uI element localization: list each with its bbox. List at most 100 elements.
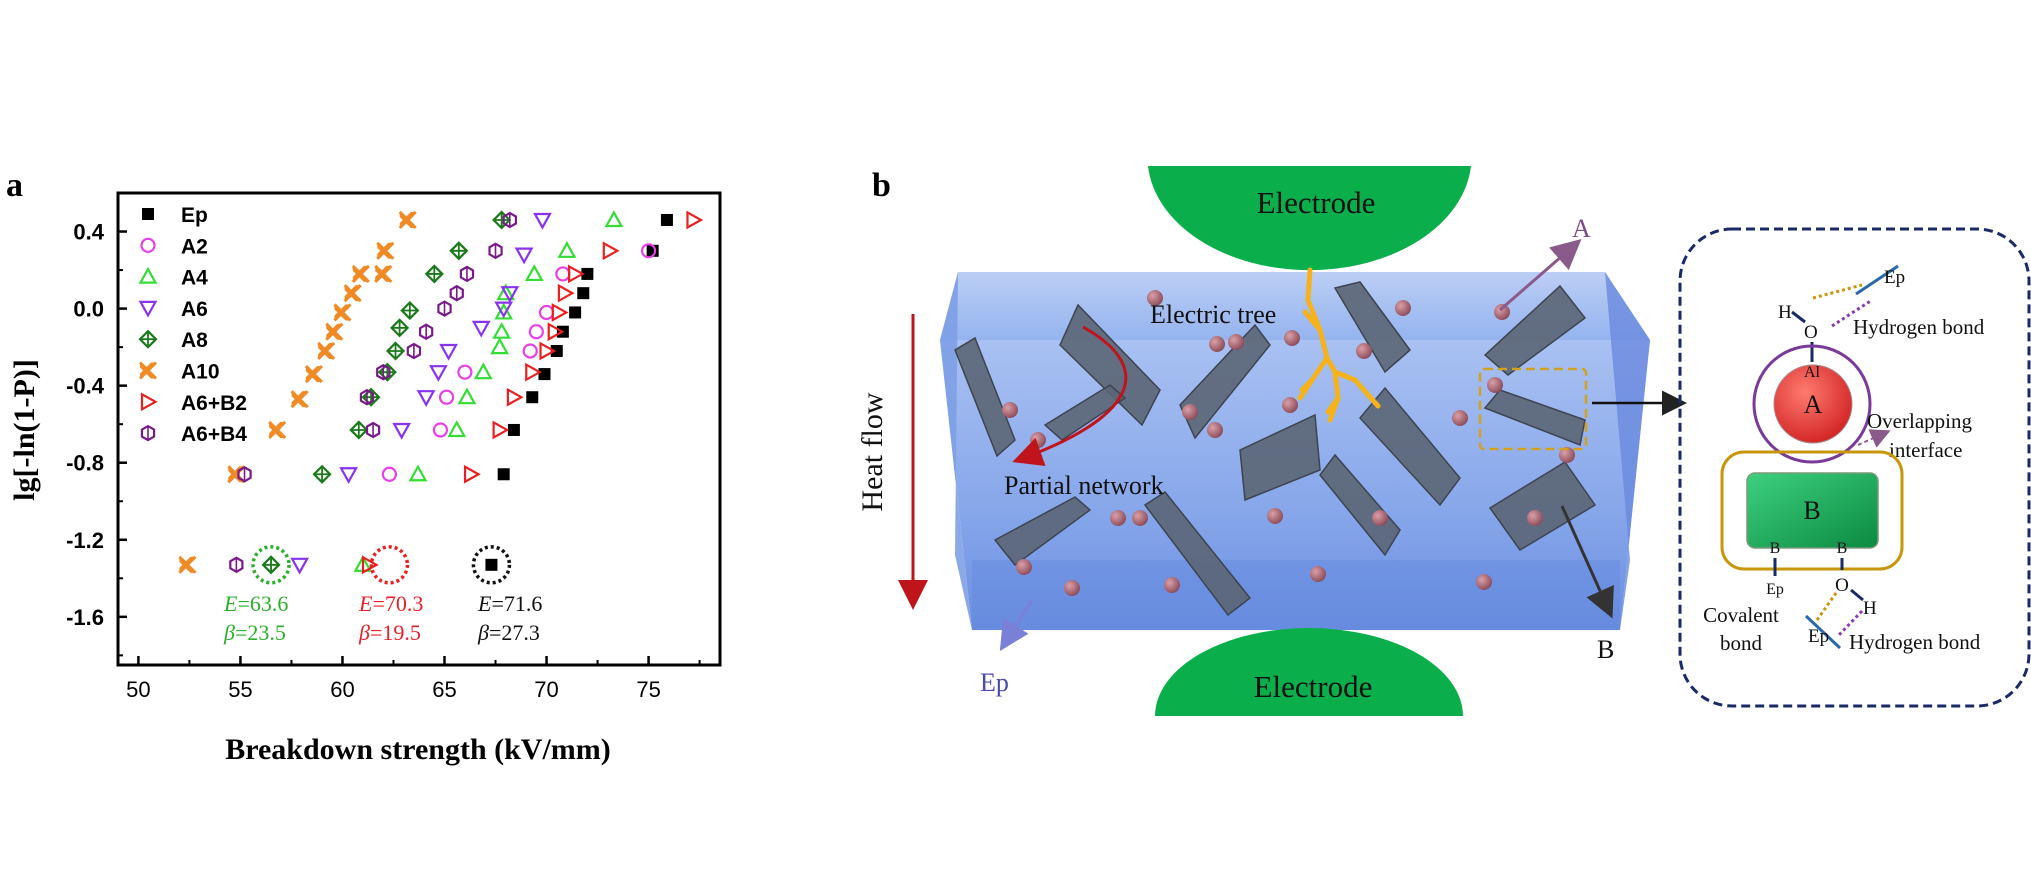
inset-covalent: Covalent <box>1703 603 1779 627</box>
filler-particle <box>1064 580 1080 596</box>
data-point <box>376 363 391 381</box>
x-tick-label: 65 <box>432 677 456 702</box>
data-point <box>551 303 569 322</box>
filler-particle <box>1284 330 1300 346</box>
legend-marker <box>140 237 156 253</box>
filler-particle <box>1228 334 1244 350</box>
data-point <box>490 337 509 355</box>
legend-marker <box>140 392 158 412</box>
data-point <box>640 243 657 259</box>
inset-h-bottom: H <box>1863 598 1877 619</box>
data-point <box>385 341 406 361</box>
bottom-electrode-label: Electrode <box>1254 669 1373 704</box>
data-point <box>524 264 544 282</box>
data-point <box>398 210 417 230</box>
callout-a-arrow <box>1499 239 1582 312</box>
filler-particle <box>1030 432 1046 448</box>
data-point <box>290 390 309 409</box>
platelet-fillers <box>954 281 1597 617</box>
h-bond-top-dots-1 <box>1812 283 1863 300</box>
inset-bond: bond <box>1720 631 1763 655</box>
legend-marker <box>138 361 158 380</box>
ep-bottom-bar <box>1804 614 1842 650</box>
data-point <box>604 210 624 228</box>
inset-hydrogen-bond-bottom: Hydrogen bond <box>1849 630 1981 654</box>
data-point <box>419 323 434 340</box>
legend-marker <box>140 424 156 442</box>
fit-highlight-circle <box>369 545 410 585</box>
inset-a: A <box>1804 390 1823 419</box>
a-sphere <box>1773 364 1853 444</box>
data-point <box>457 364 473 380</box>
top-electrode <box>1148 166 1471 271</box>
data-point <box>660 213 673 226</box>
data-point <box>557 283 575 303</box>
panel-a-label: a <box>6 167 23 204</box>
filler-particle <box>1016 559 1032 575</box>
data-point <box>406 342 422 360</box>
interface-inset: Ep H O Hydrogen bond Al A Overlapping in… <box>1678 227 2031 708</box>
b-block <box>1746 472 1879 549</box>
filler-particle <box>1356 343 1372 359</box>
data-point <box>555 266 571 282</box>
data-point <box>268 420 287 440</box>
fit-marker <box>229 556 244 574</box>
platelet <box>993 496 1092 567</box>
inset-h-top: H <box>1778 302 1792 323</box>
data-point <box>533 212 552 230</box>
data-point <box>492 420 510 440</box>
data-point <box>447 420 467 438</box>
platelet <box>1143 491 1252 617</box>
inset-b-right: B <box>1837 540 1848 557</box>
data-point <box>492 321 512 339</box>
data-point <box>237 466 252 483</box>
plot-frame <box>116 191 722 667</box>
filler-particle <box>1209 336 1225 352</box>
data-point <box>325 322 344 341</box>
data-point <box>500 286 520 303</box>
x-tick-label: 70 <box>534 677 558 702</box>
overlap-arrow <box>1857 429 1891 448</box>
matrix-front-face <box>940 340 1650 630</box>
data-point <box>304 365 323 384</box>
legend-label: A2 <box>181 235 208 258</box>
data-point <box>374 264 393 283</box>
data-point <box>488 242 503 260</box>
fit-marker <box>178 555 197 574</box>
fit-beta-black: β=27.3 <box>477 620 540 645</box>
matrix-bottom-shade <box>972 560 1620 630</box>
fit-beta-green: β=23.5 <box>223 620 286 645</box>
fit-e-black: E=71.6 <box>477 591 542 616</box>
legend-marker <box>142 208 154 220</box>
inset-ep-left: Ep <box>1766 581 1784 598</box>
filler-particle <box>1002 402 1018 418</box>
platelet <box>1359 386 1461 507</box>
data-point <box>408 464 428 482</box>
matrix-top-face <box>940 272 1650 340</box>
filler-particle <box>1559 447 1575 463</box>
inset-ep-top: Ep <box>1884 267 1905 288</box>
fit-markers <box>178 545 512 585</box>
data-point <box>550 344 563 357</box>
filler-particle <box>1487 377 1503 393</box>
data-point <box>494 301 514 319</box>
inset-b: B <box>1803 496 1820 525</box>
b-coordination-frame <box>1720 450 1904 571</box>
data-point <box>351 264 370 283</box>
data-points <box>227 210 704 485</box>
data-point <box>538 368 551 381</box>
callout-ep-arrow <box>999 599 1034 652</box>
matrix-left-face <box>940 272 972 630</box>
legend-label: A10 <box>181 361 220 384</box>
matrix-right-face <box>1605 272 1650 630</box>
data-point <box>496 283 516 301</box>
data-point <box>568 264 585 284</box>
filler-particle <box>1182 404 1198 420</box>
data-point <box>506 387 524 407</box>
data-point <box>376 241 395 260</box>
filler-particle <box>1207 422 1223 438</box>
data-point <box>424 264 444 284</box>
data-point <box>538 304 555 321</box>
